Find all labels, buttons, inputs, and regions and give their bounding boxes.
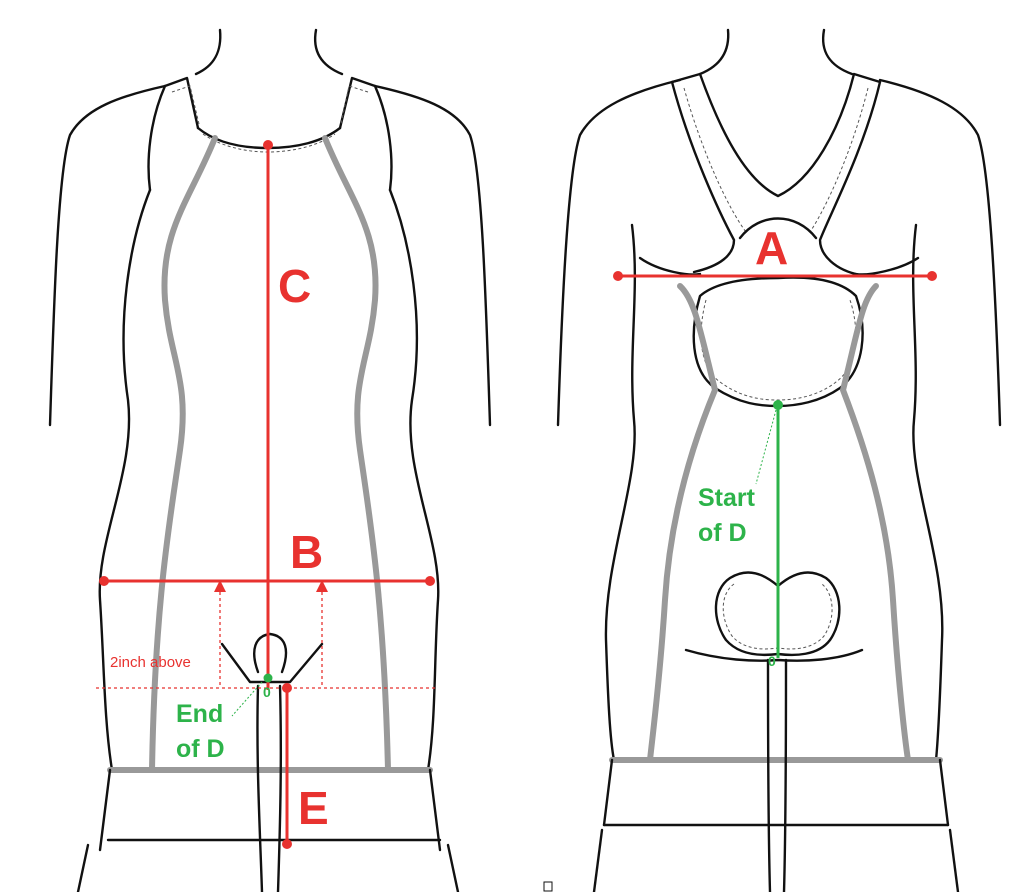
front-arm-right (373, 84, 492, 427)
front-body-right (388, 188, 440, 772)
back-view: A 0 Start of D (556, 28, 1002, 892)
front-zero-mark: 0 (263, 684, 271, 700)
label-a: A (755, 222, 788, 274)
back-arm-right (878, 78, 1002, 427)
front-seam-right (322, 135, 391, 773)
back-racer-strap-outer (670, 72, 882, 277)
front-view: C B 2inch above 0 End of D E (48, 28, 492, 892)
label-e: E (298, 782, 329, 834)
back-seam-right (839, 283, 911, 763)
front-strap-right (338, 76, 377, 130)
label-end-of-d-2: of D (176, 735, 225, 763)
label-two-inch-above: 2inch above (110, 654, 191, 671)
label-c: C (278, 260, 311, 312)
front-seam-left (149, 135, 218, 773)
label-start-of-d-1: Start (698, 484, 756, 512)
label-end-of-d-1: End (176, 700, 223, 728)
front-neck-right (313, 28, 344, 76)
front-arm-left (48, 84, 167, 427)
back-keyhole (692, 276, 864, 408)
label-b: B (290, 526, 323, 578)
front-zipper-pull (253, 632, 288, 674)
front-neck-left (194, 28, 222, 76)
artifact-box (543, 881, 553, 892)
back-zero-mark: 0 (768, 653, 776, 669)
front-strap-left (163, 76, 200, 130)
back-seam-left (647, 283, 719, 763)
front-body-left (98, 188, 152, 772)
label-start-of-d-2: of D (698, 519, 747, 547)
back-arm-left (556, 78, 682, 427)
